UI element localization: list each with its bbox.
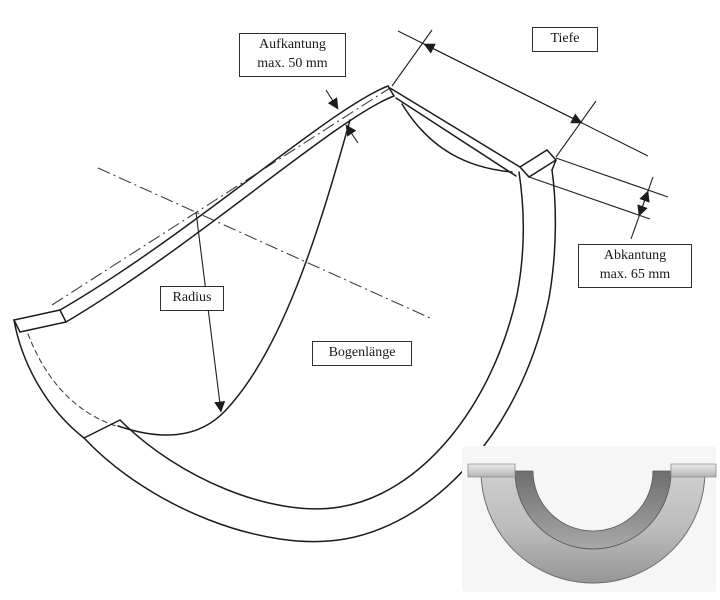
- profile-left-lip: [467, 463, 516, 478]
- near-rim-outer-curve: [59, 85, 389, 311]
- radius-dimension-arrow: [195, 211, 226, 413]
- cross-section-render: [462, 446, 717, 592]
- tiefe-label: Tiefe: [532, 27, 598, 52]
- tiefe-extension-line-left: [391, 29, 433, 87]
- abkantung-label-line2: max. 65 mm: [599, 266, 671, 282]
- abkantung-extension-line-upper: [555, 157, 669, 198]
- aufkantung-arrow-lower: [345, 124, 359, 144]
- bogenlaenge-label-text: Bogenlänge: [328, 345, 396, 360]
- aufkantung-arrow-upper: [325, 89, 339, 110]
- abkantung-tab: [518, 149, 558, 178]
- aufkantung-label-line2: max. 50 mm: [257, 55, 328, 71]
- near-rim-inner-curve: [65, 95, 395, 323]
- tiefe-extension-line-right: [555, 100, 597, 158]
- top-end-profile-arc: [401, 103, 513, 173]
- left-end-hidden-arc: [27, 333, 117, 427]
- bogenlaenge-label: Bogenlänge: [312, 341, 412, 366]
- profile-right-lip: [670, 463, 717, 478]
- top-end-rim-edge: [389, 87, 521, 168]
- aufkantung-label: Aufkantung max. 50 mm: [239, 33, 346, 77]
- centerlines: [51, 87, 431, 319]
- abkantung-dimension-arrows: [637, 190, 650, 217]
- tiefe-label-text: Tiefe: [550, 31, 580, 46]
- gutter-outline: [12, 85, 558, 543]
- abkantung-extension-line-lower: [528, 176, 651, 220]
- outer-band-end-edge: [83, 419, 121, 439]
- outer-band-inner-curve: [119, 171, 524, 510]
- centerline-cross: [97, 167, 431, 319]
- tiefe-dimension-arrows: [423, 43, 583, 124]
- top-end-corner-edge: [387, 85, 395, 97]
- outer-band-outer-curve: [83, 169, 557, 543]
- radius-label-text: Radius: [172, 290, 212, 305]
- dimension-lines: [195, 29, 669, 413]
- left-end-rim-strip: [12, 309, 68, 333]
- radius-label: Radius: [160, 286, 224, 311]
- tab-to-band-edge: [551, 159, 557, 171]
- abkantung-label-line1: Abkantung: [603, 248, 667, 263]
- inner-trough-silhouette: [117, 119, 351, 436]
- left-end-silhouette: [13, 319, 85, 439]
- abkantung-label: Abkantung max. 65 mm: [578, 244, 692, 288]
- aufkantung-label-line1: Aufkantung: [259, 37, 326, 52]
- centerline-to-top-corner: [51, 87, 391, 306]
- top-end-rim-inner-edge: [395, 97, 517, 177]
